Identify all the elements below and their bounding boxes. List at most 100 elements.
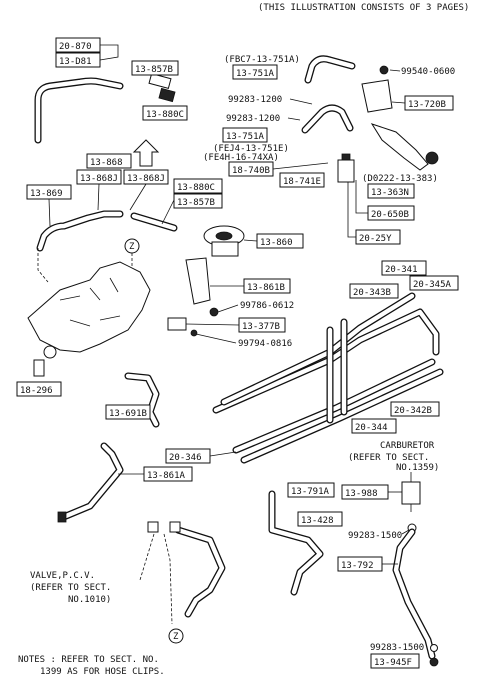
hose-13-751a-mid [301, 104, 354, 134]
part-label-13-751a-top: 13-751A [236, 69, 275, 79]
part-label-13-751a-mid: 13-751A [226, 132, 265, 142]
fuel-line-assembly [212, 292, 444, 464]
part-label-13-857b-top: 13-857B [135, 65, 173, 75]
part-box-20-344[interactable] [351, 418, 397, 434]
part-label-20-345a: 20-345A [413, 280, 452, 290]
part-label-13-945f: 13-945F [374, 658, 412, 668]
part-label-18-296: 18-296 [20, 386, 53, 396]
part-box-13-751a-mid[interactable] [222, 127, 268, 143]
leader-13-857b-mid [161, 199, 175, 225]
hose-13-751a-top [304, 55, 356, 84]
leader-13-868j-a [97, 183, 100, 211]
part-label-13-861a: 13-861A [147, 471, 186, 481]
part-box-13-791a[interactable] [287, 482, 335, 498]
part-label-13-880c-top: 13-880C [146, 110, 184, 120]
notes-line-1: NOTES : REFER TO SECT. NO. [18, 655, 159, 665]
part-label-99283-1200-a: 99283-1200 [228, 95, 282, 105]
part-box-20-345a[interactable] [409, 275, 459, 291]
leader-13-720b [391, 101, 406, 104]
bolt-99794 [190, 329, 198, 337]
carburetor-label-3: NO.1359) [396, 463, 439, 473]
part-label-99540: 99540-0600 [401, 67, 455, 77]
part-label-13-377b: 13-377B [242, 322, 280, 332]
part-label-20-346: 20-346 [169, 453, 202, 463]
leader-20-346 [209, 451, 237, 457]
carburetor-label-1: CARBURETOR [380, 441, 435, 451]
part-label-13-860: 13-860 [260, 238, 293, 248]
part-label-18-741e: 18-741E [283, 177, 321, 187]
clamp-13-377b [167, 317, 240, 331]
part-label-13-791a: 13-791A [291, 487, 330, 497]
part-label-13-869: 13-869 [30, 189, 63, 199]
z-marker-bottom[interactable] [168, 628, 184, 644]
leader-13-869 [48, 198, 51, 227]
dashed-leader-pcv [139, 533, 173, 625]
part-label-13-857b-mid: 13-857B [177, 198, 215, 208]
part-box-13-868[interactable] [86, 153, 132, 169]
part-box-13-880c-top[interactable] [142, 105, 188, 121]
part-box-18-296[interactable] [16, 381, 62, 397]
filter-13-988 [401, 472, 421, 512]
part-label-99794: 99794-0816 [238, 339, 292, 349]
sensor-18-741e [337, 153, 355, 183]
notes-line-2: 1399 AS FOR HOSE CLIPS. [40, 667, 165, 677]
part-label-13-691b: 13-691B [109, 409, 147, 419]
hose-pcv [174, 526, 226, 618]
valve-label-2: (REFER TO SECT. [30, 583, 111, 593]
bolt-99540 [379, 65, 389, 75]
valve-13-860 [203, 225, 245, 257]
part-label-13-363n: 13-363N [371, 188, 409, 198]
part-label-13-861b: 13-861B [247, 283, 285, 293]
part-label-20-341: 20-341 [385, 265, 418, 275]
intake-manifold [27, 261, 151, 359]
header-note: (THIS ILLUSTRATION CONSISTS OF 3 PAGES) [258, 3, 469, 13]
part-label-99283-1200-b: 99283-1200 [226, 114, 280, 124]
dashed-leader-manifold [37, 248, 49, 283]
leader-20-650b [355, 180, 368, 214]
clip-13-857b-top [148, 72, 176, 103]
part-label-20-342b: 20-342B [394, 406, 432, 416]
part-label-13-880c-mid: 13-880C [177, 183, 215, 193]
part-label-13-868j-b: 13-868J [127, 174, 165, 184]
part-label-20-344: 20-344 [355, 423, 388, 433]
leader-20-25y [347, 182, 356, 238]
part-box-13-428[interactable] [297, 511, 343, 527]
hose-13-791a [268, 490, 324, 596]
part-label-13-868: 13-868 [90, 158, 123, 168]
part-label-20-650b: 20-650B [371, 210, 409, 220]
leader-99283-1200-b [287, 117, 301, 121]
part-box-18-741e[interactable] [279, 172, 325, 188]
leader-99283-1200-a [289, 98, 313, 105]
valve-label-1: VALVE,P.C.V. [30, 571, 95, 581]
part-box-20-341[interactable] [381, 260, 427, 276]
part-box-20-342b[interactable] [390, 401, 440, 417]
part-label-13-720b: 13-720B [408, 100, 446, 110]
hose-13-869 [36, 210, 178, 252]
leader-99540 [389, 69, 401, 72]
leader-13-860 [243, 239, 258, 242]
part-box-13-857b-top[interactable] [131, 60, 179, 76]
part-box-13-945f[interactable] [370, 653, 420, 669]
part-box-13-691b[interactable] [105, 404, 151, 420]
hose-13-691b [124, 372, 160, 428]
part-label-99786: 99786-0612 [240, 301, 294, 311]
part-box-13-857b-mid[interactable] [173, 193, 223, 209]
z-label-top: Z [129, 242, 135, 252]
part-label-99283-1500-a: 99283-1500 [348, 531, 402, 541]
part-box-13-880c-mid[interactable] [173, 178, 223, 194]
part-label-13-988: 13-988 [345, 489, 378, 499]
part-label-13-d81: 13-D81 [59, 57, 92, 67]
part-box-13-363n[interactable] [367, 183, 415, 199]
part-label-13-792: 13-792 [341, 561, 374, 571]
part-box-20-343b[interactable] [349, 283, 399, 299]
part-label-fbc7: (FBC7-13-751A) [224, 55, 300, 65]
part-label-13-428: 13-428 [301, 516, 334, 526]
leader-99794 [195, 333, 237, 344]
part-label-20-343b: 20-343B [353, 288, 391, 298]
clip-99283-1500-b [430, 644, 438, 652]
up-arrow-icon [132, 139, 160, 167]
leader-99283-1500-a [401, 529, 410, 535]
part-box-13-751a-top[interactable] [232, 64, 278, 80]
